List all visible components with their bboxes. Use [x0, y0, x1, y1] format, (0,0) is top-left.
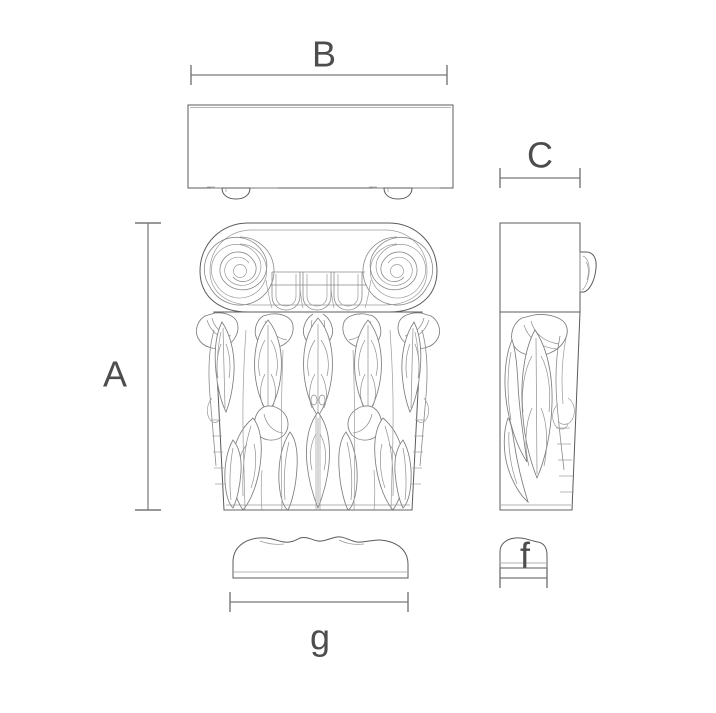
- dimension-C: C: [499, 135, 581, 188]
- dimension-label-C: C: [527, 135, 553, 176]
- dimension-label-B: B: [312, 34, 336, 75]
- volute-band: [200, 223, 437, 312]
- edge-bead-column-left: [206, 329, 225, 485]
- view-base-plate-front: [233, 537, 408, 578]
- edge-bead-column-right: [411, 329, 430, 485]
- dimension-f: f: [499, 535, 548, 588]
- view-abacus-plate-front: [188, 105, 453, 199]
- acanthus-leaf-center-lower: [306, 411, 330, 510]
- acanthus-leaf-right-inner-upper: [354, 319, 382, 415]
- acanthus-leaf-left-edge-lower: [224, 439, 242, 509]
- dimension-A: A: [103, 222, 161, 511]
- flute-row: [265, 272, 372, 311]
- view-capital-front-elevation: [195, 223, 441, 511]
- view-capital-side-elevation: [500, 223, 596, 510]
- acanthus-leaf-left-outer-upper: [214, 321, 235, 414]
- dimension-label-f: f: [520, 535, 531, 576]
- acanthus-leaf-right-edge-lower: [394, 439, 412, 509]
- side-bead-column: [552, 335, 575, 493]
- acanthus-tier-1: [206, 317, 430, 485]
- dimension-label-A: A: [103, 354, 127, 395]
- dimension-g: g: [229, 592, 409, 658]
- view-base-plate-side: [500, 538, 547, 568]
- acanthus-leaf-right-outer-upper: [401, 321, 422, 414]
- dimension-B: B: [190, 34, 448, 85]
- dimension-label-g: g: [310, 617, 330, 658]
- acanthus-leaf-side: [503, 329, 553, 504]
